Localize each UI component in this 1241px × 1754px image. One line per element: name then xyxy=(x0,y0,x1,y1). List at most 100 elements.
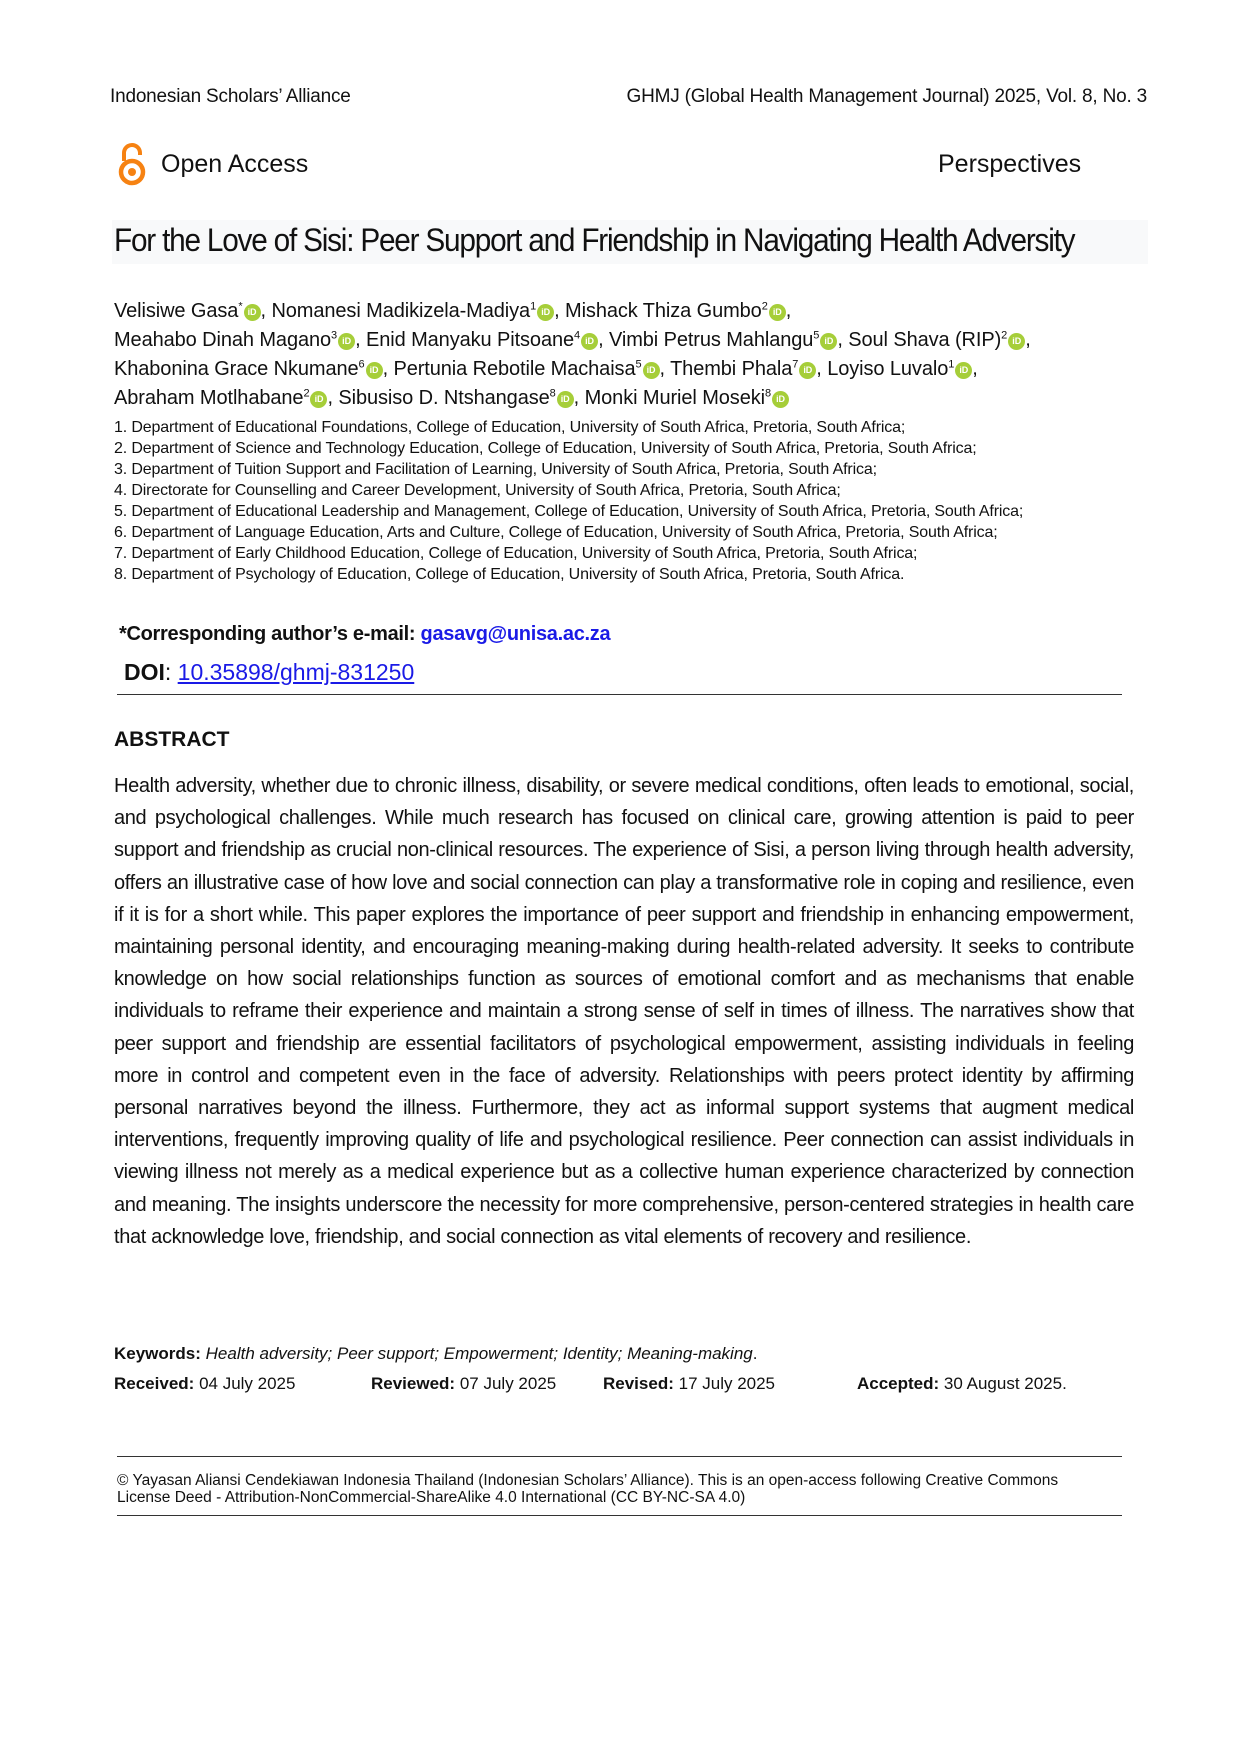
article-title: For the Love of Sisi: Peer Support and F… xyxy=(114,222,1076,258)
publisher-name: Indonesian Scholars’ Alliance xyxy=(110,86,351,107)
affiliation-item: 7. Department of Early Childhood Educati… xyxy=(114,545,918,562)
date-value: 04 July 2025 xyxy=(199,1374,296,1393)
author-name: Khabonina Grace Nkumane xyxy=(114,357,359,380)
author-affiliation-number: * xyxy=(238,300,243,312)
abstract-text: Health adversity, whether due to chronic… xyxy=(114,775,1134,1248)
date-value: 07 July 2025 xyxy=(459,1374,557,1393)
orcid-icon[interactable]: iD xyxy=(243,303,261,321)
affiliation-item: 4. Directorate for Counselling and Caree… xyxy=(114,482,841,499)
orcid-icon[interactable]: iD xyxy=(955,361,973,379)
doi-link[interactable]: 10.35898/ghmj-831250 xyxy=(177,659,415,685)
date-label: Received: xyxy=(114,1374,195,1393)
date-accepted: Accepted: 30 August 2025. xyxy=(857,1374,1067,1394)
author-affiliation-number: 3 xyxy=(331,329,338,342)
orcid-icon[interactable]: iD xyxy=(338,332,356,350)
footer-divider-bottom xyxy=(117,1515,1122,1516)
keywords-value: Health adversity; Peer support; Empowerm… xyxy=(205,1344,753,1363)
author-affiliation-number: 5 xyxy=(813,329,820,342)
orcid-icon[interactable]: iD xyxy=(537,303,555,321)
author-list: Velisiwe Gasa*iD, Nomanesi Madikizela-Ma… xyxy=(114,299,1031,409)
author-name: Mishack Thiza Gumbo xyxy=(565,299,762,322)
affiliation-item: 6. Department of Language Education, Art… xyxy=(114,524,998,541)
date-value: 17 July 2025 xyxy=(678,1374,776,1393)
date-reviewed: Reviewed: 07 July 2025 xyxy=(371,1374,556,1394)
affiliation-item: 8. Department of Psychology of Education… xyxy=(114,566,905,583)
corresponding-label: *Corresponding author’s e-mail: xyxy=(119,623,421,645)
corresponding-author: *Corresponding author’s e-mail: gasavg@u… xyxy=(119,623,611,646)
author-affiliation-number: 1 xyxy=(530,300,537,312)
date-label: Reviewed: xyxy=(371,1374,456,1393)
author: Velisiwe Gasa*iD xyxy=(114,300,261,322)
doi-line: DOI: 10.35898/ghmj-831250 xyxy=(124,659,414,686)
author-name: Loyiso Luvalo xyxy=(827,357,949,380)
orcid-icon[interactable]: iD xyxy=(1008,332,1026,350)
keywords: Keywords: Health adversity; Peer support… xyxy=(114,1344,757,1364)
affiliation-item: 2. Department of Science and Technology … xyxy=(114,440,977,457)
orcid-icon[interactable]: iD xyxy=(581,332,599,350)
copyright-notice: © Yayasan Aliansi Cendekiawan Indonesia … xyxy=(117,1472,1059,1506)
author-affiliation-number: 2 xyxy=(761,300,768,312)
affiliation-item: 1. Department of Educational Foundations… xyxy=(114,419,906,436)
affiliation-item: 3. Department of Tuition Support and Fac… xyxy=(114,461,877,478)
date-value: 30 August 2025. xyxy=(943,1374,1067,1393)
orcid-icon[interactable]: iD xyxy=(820,332,838,350)
author-name: Abraham Motlhabane xyxy=(114,386,304,409)
author-name: Nomanesi Madikizela-Madiya xyxy=(271,299,531,322)
orcid-icon[interactable]: iD xyxy=(799,361,817,379)
orcid-icon[interactable]: iD xyxy=(556,390,574,408)
author-affiliation-number: 7 xyxy=(792,358,799,371)
affiliation-item: 5. Department of Educational Leadership … xyxy=(114,503,1024,520)
author-name: Enid Manyaku Pitsoane xyxy=(366,328,575,351)
author-affiliation-number: 5 xyxy=(635,358,642,371)
orcid-icon[interactable]: iD xyxy=(310,390,328,408)
date-label: Revised: xyxy=(603,1374,674,1393)
orcid-icon[interactable]: iD xyxy=(642,361,660,379)
author-affiliation-number: 6 xyxy=(358,358,365,371)
title-banner xyxy=(112,220,1148,264)
author-name: Sibusiso D. Ntshangase xyxy=(338,386,550,409)
author-name: Pertunia Rebotile Machaisa xyxy=(393,357,636,380)
author-affiliation-number: 2 xyxy=(303,387,310,400)
orcid-icon[interactable]: iD xyxy=(772,390,789,408)
author-name: Soul Shava (RIP) xyxy=(848,328,1002,351)
doi-label: DOI xyxy=(124,659,165,685)
journal-citation: GHMJ (Global Health Management Journal) … xyxy=(626,86,1148,107)
corresponding-email-link[interactable]: gasavg@unisa.ac.za xyxy=(420,623,611,645)
keywords-end: . xyxy=(752,1344,758,1363)
date-revised: Revised: 17 July 2025 xyxy=(603,1374,775,1394)
date-label: Accepted: xyxy=(857,1374,940,1393)
orcid-icon[interactable]: iD xyxy=(768,303,786,321)
orcid-icon[interactable]: iD xyxy=(365,361,383,379)
article-type: Perspectives xyxy=(938,150,1082,178)
affiliation-list: 1. Department of Educational Foundations… xyxy=(114,417,1023,585)
author-affiliation-number: 4 xyxy=(574,329,581,342)
open-access-label: Open Access xyxy=(161,150,309,178)
author-affiliation-number: 1 xyxy=(948,358,955,371)
abstract-heading: ABSTRACT xyxy=(114,728,230,751)
author-name: Velisiwe Gasa xyxy=(114,299,239,322)
author-name: Thembi Phala xyxy=(670,357,793,380)
keywords-label: Keywords: xyxy=(114,1344,201,1363)
date-received: Received: 04 July 2025 xyxy=(114,1374,295,1394)
author-affiliation-number: 8 xyxy=(549,387,556,400)
author-affiliation-number: 2 xyxy=(1001,329,1008,342)
footer-divider-top xyxy=(117,1456,1122,1457)
divider xyxy=(117,694,1122,695)
author-name: Monki Muriel Moseki xyxy=(584,386,765,409)
open-access-lock-icon xyxy=(118,143,146,192)
author-name: Vimbi Petrus Mahlangu xyxy=(608,328,814,351)
author-name: Meahabo Dinah Magano xyxy=(114,328,332,351)
